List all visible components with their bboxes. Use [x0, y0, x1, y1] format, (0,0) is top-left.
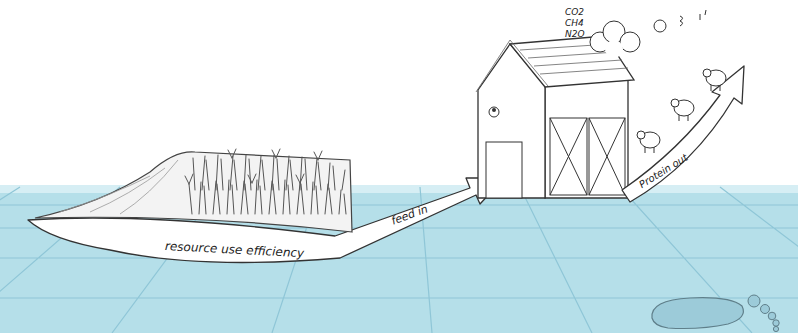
barn-window-figure	[492, 108, 496, 112]
animal-legs	[711, 85, 720, 91]
gas-label: N2O	[565, 30, 585, 40]
gas-label: CH4	[565, 19, 584, 29]
soil-hatching	[60, 160, 178, 214]
crop-field	[185, 149, 346, 214]
animal-head	[703, 69, 711, 77]
animal-head	[671, 99, 679, 107]
barn-window	[489, 107, 499, 117]
roof-shingles	[476, 40, 628, 92]
barn-cross-braces	[550, 118, 625, 195]
arrow-label: feed in	[390, 203, 430, 227]
animal-legs	[645, 147, 654, 153]
animal	[671, 99, 694, 121]
footprint	[652, 295, 779, 332]
smoke-marks	[680, 10, 706, 26]
barn-side-wall	[545, 80, 628, 198]
footprint-sole	[652, 298, 743, 329]
emission-cloud	[590, 10, 706, 58]
animal	[637, 131, 660, 153]
animal	[703, 69, 726, 91]
footprint-toe	[773, 326, 778, 331]
footprint-toe	[761, 305, 770, 314]
animal-legs	[679, 115, 688, 121]
footprint-toe	[773, 320, 779, 326]
protein-arrow-ribbon	[622, 66, 744, 202]
cloud-fill	[605, 40, 623, 58]
footprint-toe	[748, 295, 760, 307]
animal-head	[637, 131, 645, 139]
barn-roof	[510, 36, 634, 87]
arrow-label: resource use efficiency	[165, 240, 305, 260]
footprint-toe	[768, 312, 776, 320]
arrow-label: Protein out	[637, 152, 689, 190]
cloud-puff	[654, 20, 666, 32]
barn	[476, 36, 634, 198]
gas-label: CO2	[565, 8, 584, 18]
barn-door	[486, 142, 522, 198]
